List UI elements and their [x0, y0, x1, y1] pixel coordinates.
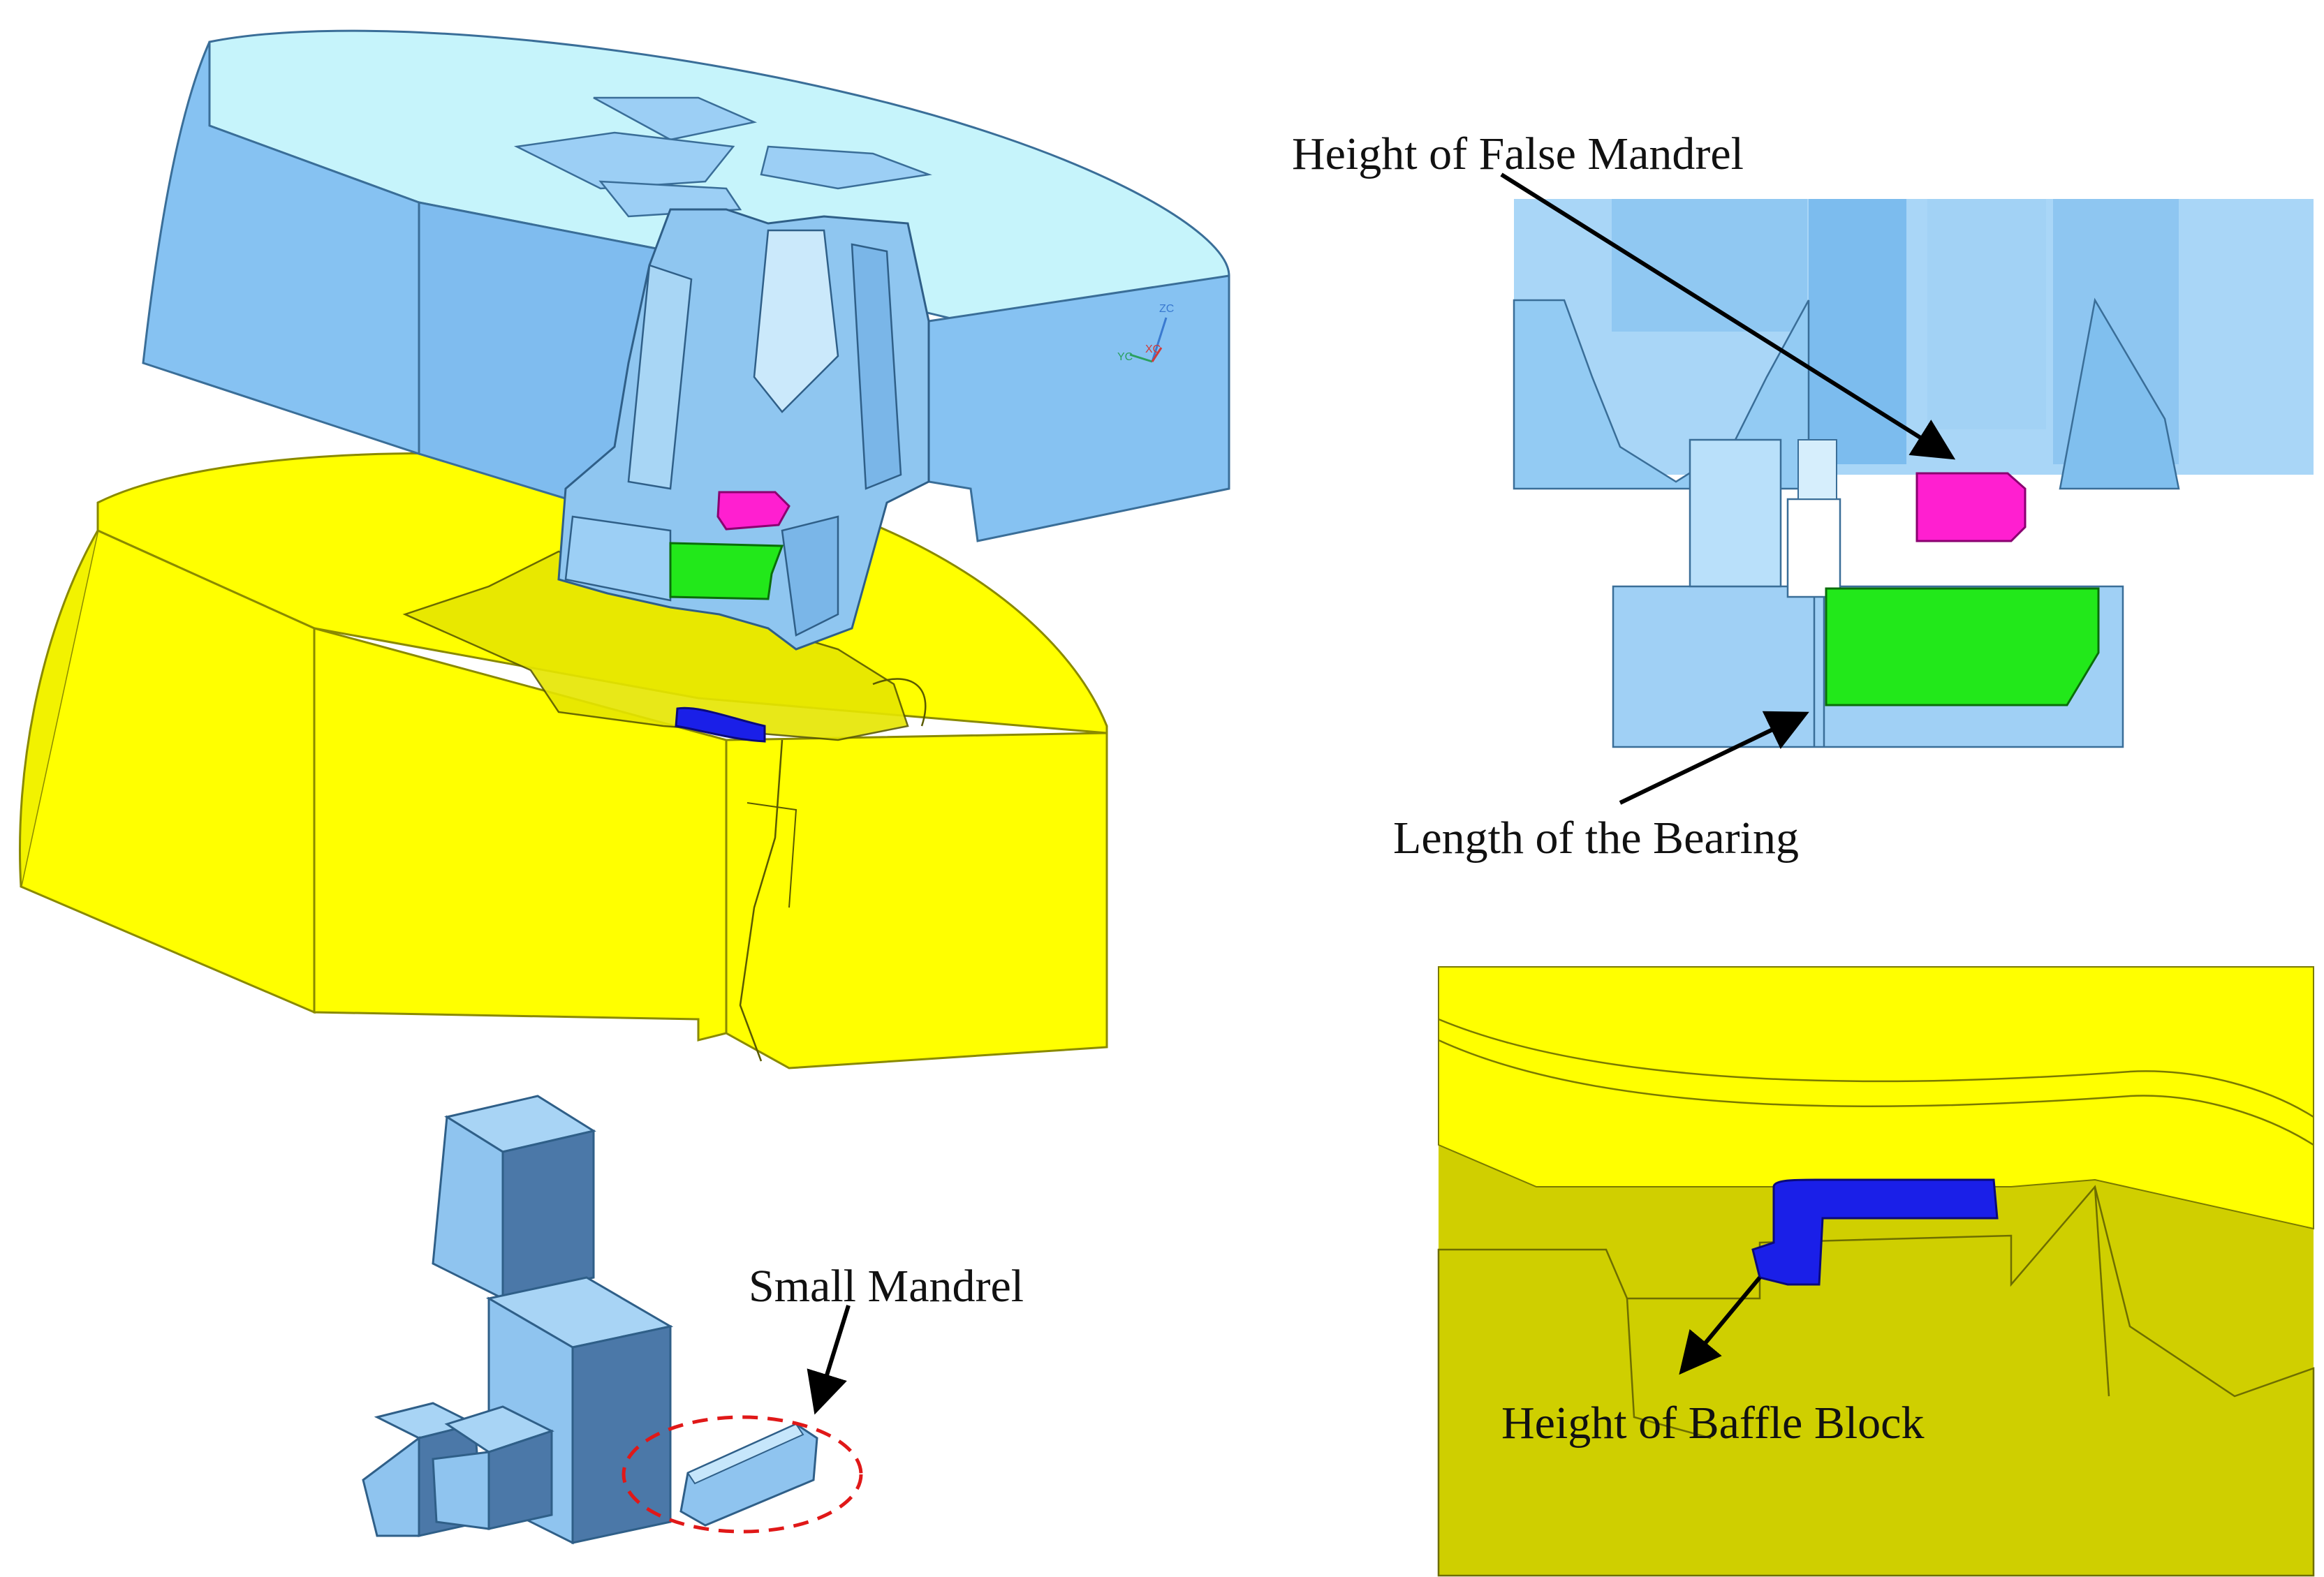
false-mandrel: [716, 491, 790, 531]
die-assembly: ZC YC XC: [19, 29, 1230, 1069]
upper-die-top: [208, 29, 1230, 330]
baffle-block-label: Height of Baffle Block: [1501, 1398, 1925, 1449]
baffle-block-arrow: [1679, 1276, 1762, 1375]
upper-die: ZC YC XC: [142, 29, 1230, 651]
axis-y-label: YC: [1117, 351, 1133, 363]
bearing-arrow: [1619, 711, 1809, 805]
small-mandrel-arrow: [807, 1305, 851, 1415]
baffle-block-detail-block: [1751, 1178, 1999, 1286]
axis-x-label: XC: [1145, 343, 1161, 355]
lower-die-left-edge: [19, 530, 99, 887]
callout-arrows: [807, 172, 1956, 1415]
false-mandrel-detail: [1513, 199, 2314, 748]
mandrel-set: [362, 1095, 863, 1545]
false-mandrel-detail-block: [1915, 472, 2027, 542]
small-mandrel-highlight: [622, 1415, 863, 1534]
axis-triad: ZC YC XC: [1117, 303, 1174, 363]
lower-die-front-right: [725, 732, 1108, 1069]
bearing-detail-block: [1825, 587, 2100, 706]
axis-z-label: ZC: [1159, 303, 1174, 315]
baffle-block-detail: [1437, 966, 2315, 1577]
bearing-label: Length of the Bearing: [1393, 813, 1799, 864]
baffle-block-main: [675, 706, 766, 743]
small-mandrel-label: Small Mandrel: [749, 1261, 1024, 1312]
false-mandrel-label: Height of False Mandrel: [1292, 128, 1744, 179]
false-mandrel-arrow: [1500, 172, 1956, 460]
upper-die-left-rim: [142, 41, 420, 456]
bearing: [669, 542, 784, 600]
upper-die-right-front: [927, 274, 1230, 542]
